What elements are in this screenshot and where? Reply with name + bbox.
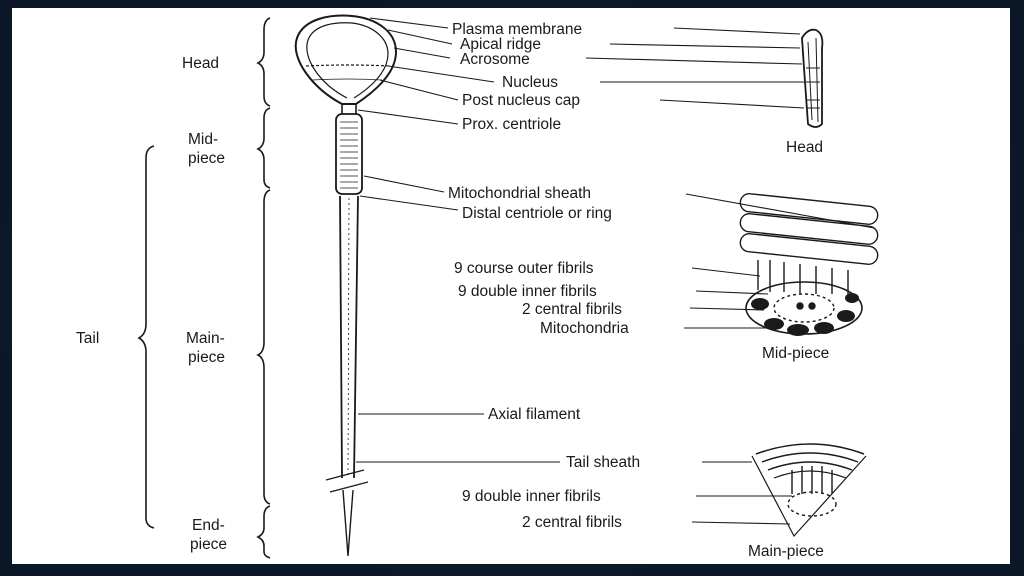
end-piece-tip	[342, 489, 354, 557]
tail-bracket	[137, 145, 155, 529]
label-tail-sheath: Tail sheath	[566, 454, 640, 471]
label-double-inner-fibrils-2: 9 double inner fibrils	[462, 488, 601, 505]
label-acrosome: Acrosome	[460, 51, 530, 68]
acrosome-inner	[306, 22, 389, 99]
label-mitochondria: Mitochondria	[540, 320, 629, 337]
label-post-nucleus-cap: Post nucleus cap	[462, 92, 580, 109]
label-nucleus: Nucleus	[502, 74, 558, 91]
label-mid-line2: piece	[188, 150, 225, 167]
label-prox-centriole: Prox. centriole	[462, 116, 561, 133]
post-nucleus-line	[311, 78, 383, 81]
label-distal-centriole: Distal centriole or ring	[462, 205, 612, 222]
inset-head-caption: Head	[786, 139, 823, 156]
label-mid-line1: Mid-	[188, 131, 218, 148]
mid-piece-bracket	[256, 107, 271, 189]
label-apical-ridge: Apical ridge	[460, 36, 541, 53]
part-labels: Plasma membrane Apical ridge Acrosome Nu…	[448, 21, 640, 531]
label-central-fibrils-2: 2 central fibrils	[522, 514, 622, 531]
leader-lines	[356, 17, 875, 525]
sperm-diagram: Head Mid- piece Tail Main- piece End- pi…	[76, 14, 879, 560]
tail-body	[339, 195, 359, 479]
label-tail: Tail	[76, 330, 99, 347]
label-plasma-membrane: Plasma membrane	[452, 21, 582, 38]
inset-mid-piece-drawing	[739, 193, 879, 335]
mid-piece-body	[335, 113, 363, 195]
mid-piece-sheath-lines	[340, 121, 358, 189]
nucleus-line	[305, 64, 391, 67]
slide-canvas: Head Mid- piece Tail Main- piece End- pi…	[12, 8, 1010, 564]
head-bracket	[256, 17, 271, 107]
label-outer-fibrils: 9 course outer fibrils	[454, 260, 594, 277]
inset-main-piece-drawing	[751, 443, 867, 538]
label-central-fibrils: 2 central fibrils	[522, 301, 622, 318]
label-head: Head	[182, 55, 219, 72]
sperm-head-outline	[294, 14, 398, 105]
sperm-cell	[294, 14, 398, 557]
label-end-line2: piece	[190, 536, 227, 553]
brackets	[137, 17, 271, 559]
neck	[341, 104, 357, 114]
label-mitochondrial-sheath: Mitochondrial sheath	[448, 185, 591, 202]
inset-head-drawing	[801, 28, 824, 128]
inset-mid-piece-caption: Mid-piece	[762, 345, 829, 362]
mitochondria-blobs	[751, 293, 859, 336]
label-double-inner-fibrils: 9 double inner fibrils	[458, 283, 597, 300]
label-main-line1: Main-	[186, 330, 225, 347]
main-piece-bracket	[256, 189, 271, 505]
axial-core	[347, 197, 350, 479]
label-main-line2: piece	[188, 349, 225, 366]
break-mark	[325, 469, 369, 493]
label-end-line1: End-	[192, 517, 225, 534]
inset-main-piece-caption: Main-piece	[748, 543, 824, 560]
end-piece-bracket	[256, 505, 271, 559]
label-axial-filament: Axial filament	[488, 406, 581, 423]
region-labels: Head Mid- piece Tail Main- piece End- pi…	[76, 55, 227, 553]
